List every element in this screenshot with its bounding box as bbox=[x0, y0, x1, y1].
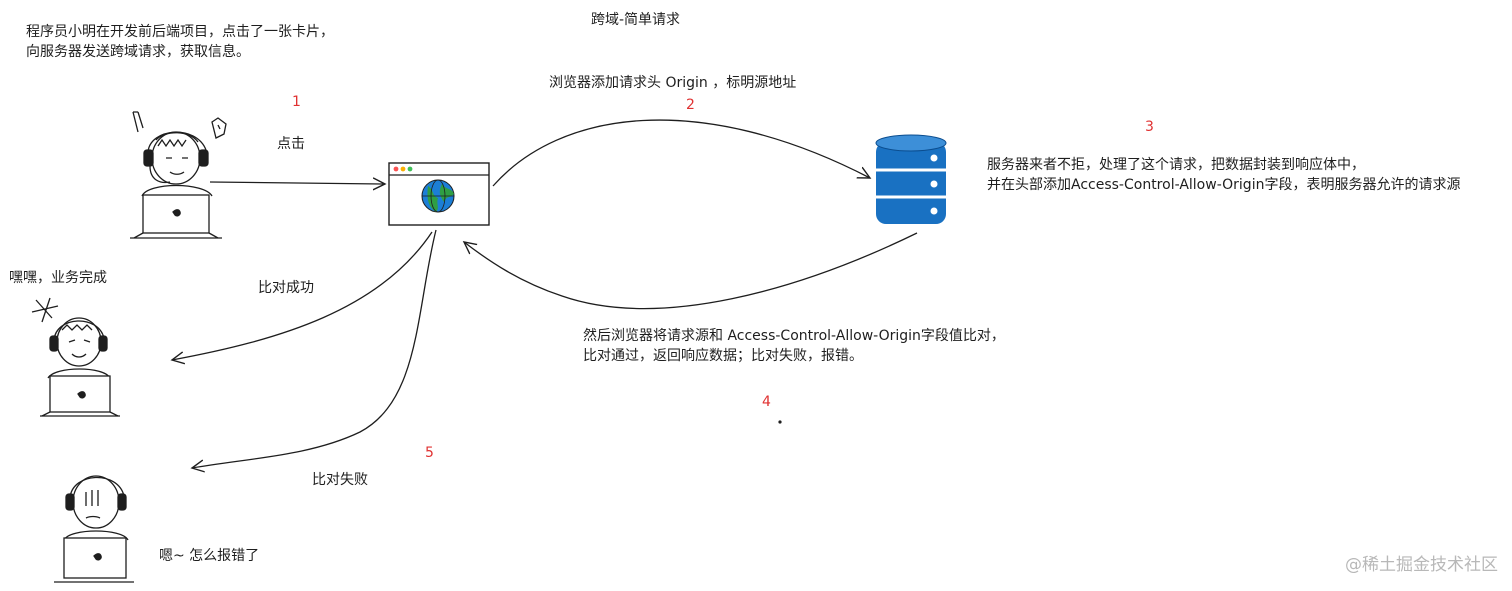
label-compare-note: 然后浏览器将请求源和 Access-Control-Allow-Origin字段… bbox=[583, 326, 1005, 366]
arrow-request bbox=[492, 119, 870, 187]
intro-text: 程序员小明在开发前后端项目，点击了一张卡片， 向服务器发送跨域请求，获取信息。 bbox=[26, 22, 334, 62]
watermark: @稀土掘金技术社区 bbox=[1345, 555, 1498, 575]
browser-window-icon bbox=[388, 162, 490, 226]
label-confused: 嗯~ 怎么报错了 bbox=[159, 548, 260, 564]
label-compare-fail: 比对失败 bbox=[312, 472, 368, 488]
label-happy: 嘿嘿，业务完成 bbox=[9, 270, 107, 286]
intro-line: 向服务器发送跨域请求，获取信息。 bbox=[26, 44, 250, 60]
step-number-3: 3 bbox=[1145, 119, 1154, 135]
label-click: 点击 bbox=[277, 136, 305, 152]
label-compare-success: 比对成功 bbox=[258, 280, 314, 296]
step-number-2: 2 bbox=[686, 97, 695, 113]
arrow-response bbox=[464, 232, 918, 310]
step-number-4: 4 bbox=[762, 394, 771, 410]
developer-person-icon bbox=[54, 475, 134, 583]
stray-dot bbox=[778, 420, 782, 424]
step-number-1: 1 bbox=[292, 94, 301, 110]
diagram-title: 跨域-简单请求 bbox=[591, 12, 681, 28]
compare-note-line: 然后浏览器将请求源和 Access-Control-Allow-Origin字段… bbox=[583, 328, 1005, 344]
compare-note-line: 比对通过，返回响应数据；比对失败，报错。 bbox=[583, 348, 863, 364]
server-note-line: 服务器来者不拒，处理了这个请求，把数据封装到响应体中， bbox=[987, 157, 1365, 173]
server-note-line: 并在头部添加Access-Control-Allow-Origin字段，表明服务… bbox=[987, 177, 1461, 193]
intro-line: 程序员小明在开发前后端项目，点击了一张卡片， bbox=[26, 24, 334, 40]
step-number-5: 5 bbox=[425, 445, 434, 461]
arrow-compare-success bbox=[172, 231, 433, 360]
developer-person-icon bbox=[130, 111, 227, 239]
arrow-compare-fail bbox=[192, 229, 437, 468]
developer-person-icon bbox=[31, 297, 120, 417]
label-origin-note: 浏览器添加请求头 Origin ，标明源地址 bbox=[549, 75, 797, 91]
arrow-click bbox=[209, 182, 385, 184]
label-server-note: 服务器来者不拒，处理了这个请求，把数据封装到响应体中， 并在头部添加Access… bbox=[987, 155, 1460, 195]
database-server-icon bbox=[875, 134, 947, 224]
